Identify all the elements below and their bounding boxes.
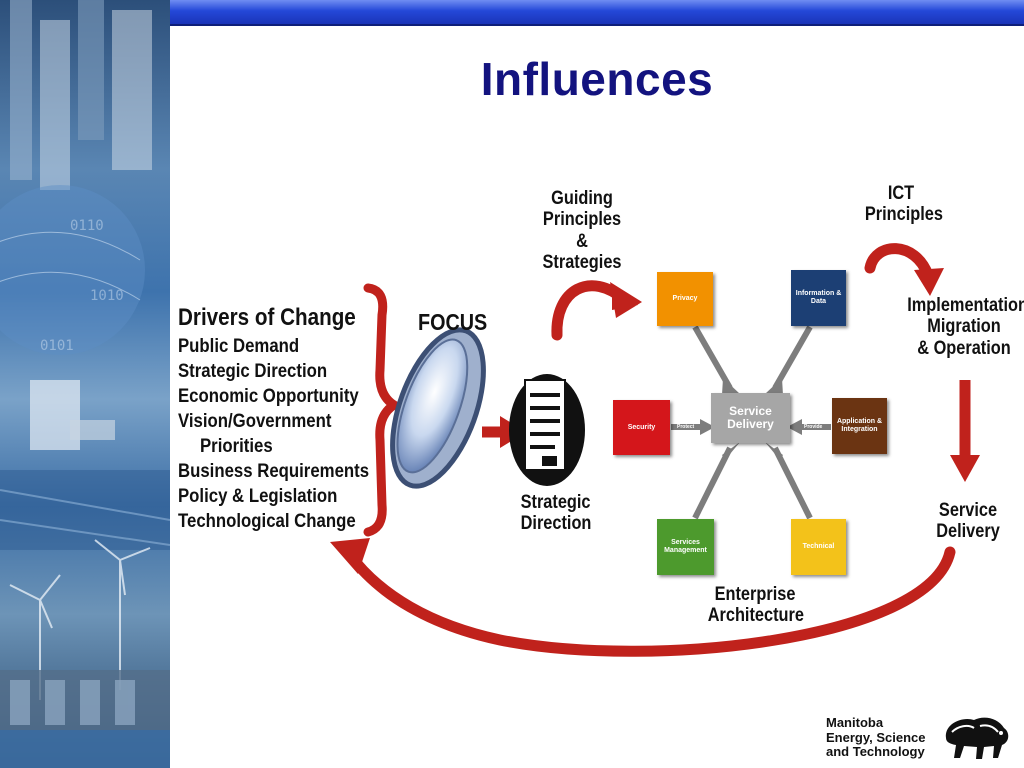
guiding-principles-label: Guiding Principles & Strategies (535, 188, 630, 273)
driver-item: Business Requirements (178, 461, 369, 483)
logo-text: Manitoba Energy, Science and Technology (826, 716, 925, 760)
influences-diagram: Drivers of Change Public Demand Strategi… (170, 170, 1024, 690)
driver-item: Strategic Direction (178, 361, 327, 383)
decorative-side-image: 0110 1010 0101 (0, 0, 170, 768)
svg-text:0110: 0110 (70, 218, 104, 234)
driver-item: Economic Opportunity (178, 386, 359, 408)
bison-logo-icon (938, 712, 1014, 762)
service-delivery-outcome-label: Service Delivery (934, 500, 1003, 543)
privacy-box: Privacy (657, 272, 713, 326)
strategic-direction-label: Strategic Direction (521, 492, 590, 535)
implementation-label: Implementation Migration & Operation (907, 295, 1021, 359)
slide-title: Influences (170, 52, 1024, 106)
driver-item: Priorities (200, 436, 273, 458)
information-data-box: Information & Data (791, 270, 846, 326)
driver-item: Policy & Legislation (178, 486, 337, 508)
svg-text:0101: 0101 (40, 338, 74, 354)
technical-box: Technical (791, 519, 846, 575)
service-delivery-hub-box: Service Delivery (711, 393, 790, 443)
applications-connector-label: Provide (804, 424, 822, 430)
services-management-box: Services Management (657, 519, 714, 575)
svg-text:1010: 1010 (90, 288, 124, 304)
focus-label: FOCUS (418, 310, 487, 336)
top-title-bar (170, 0, 1024, 26)
security-connector-label: Protect (677, 424, 694, 430)
drivers-title: Drivers of Change (178, 305, 356, 332)
strategic-document-icon (509, 374, 585, 486)
driver-item: Vision/Government (178, 411, 331, 433)
application-integration-box: Application & Integration (832, 398, 887, 454)
security-box: Security (613, 400, 670, 455)
ict-principles-label: ICT Principles (865, 183, 937, 226)
driver-item: Public Demand (178, 336, 299, 358)
drivers-bracket (368, 288, 394, 532)
driver-item: Technological Change (178, 511, 356, 533)
side-image-artwork: 0110 1010 0101 (0, 0, 170, 768)
return-arrow (350, 552, 950, 651)
enterprise-architecture-label: Enterprise Architecture (708, 584, 803, 627)
